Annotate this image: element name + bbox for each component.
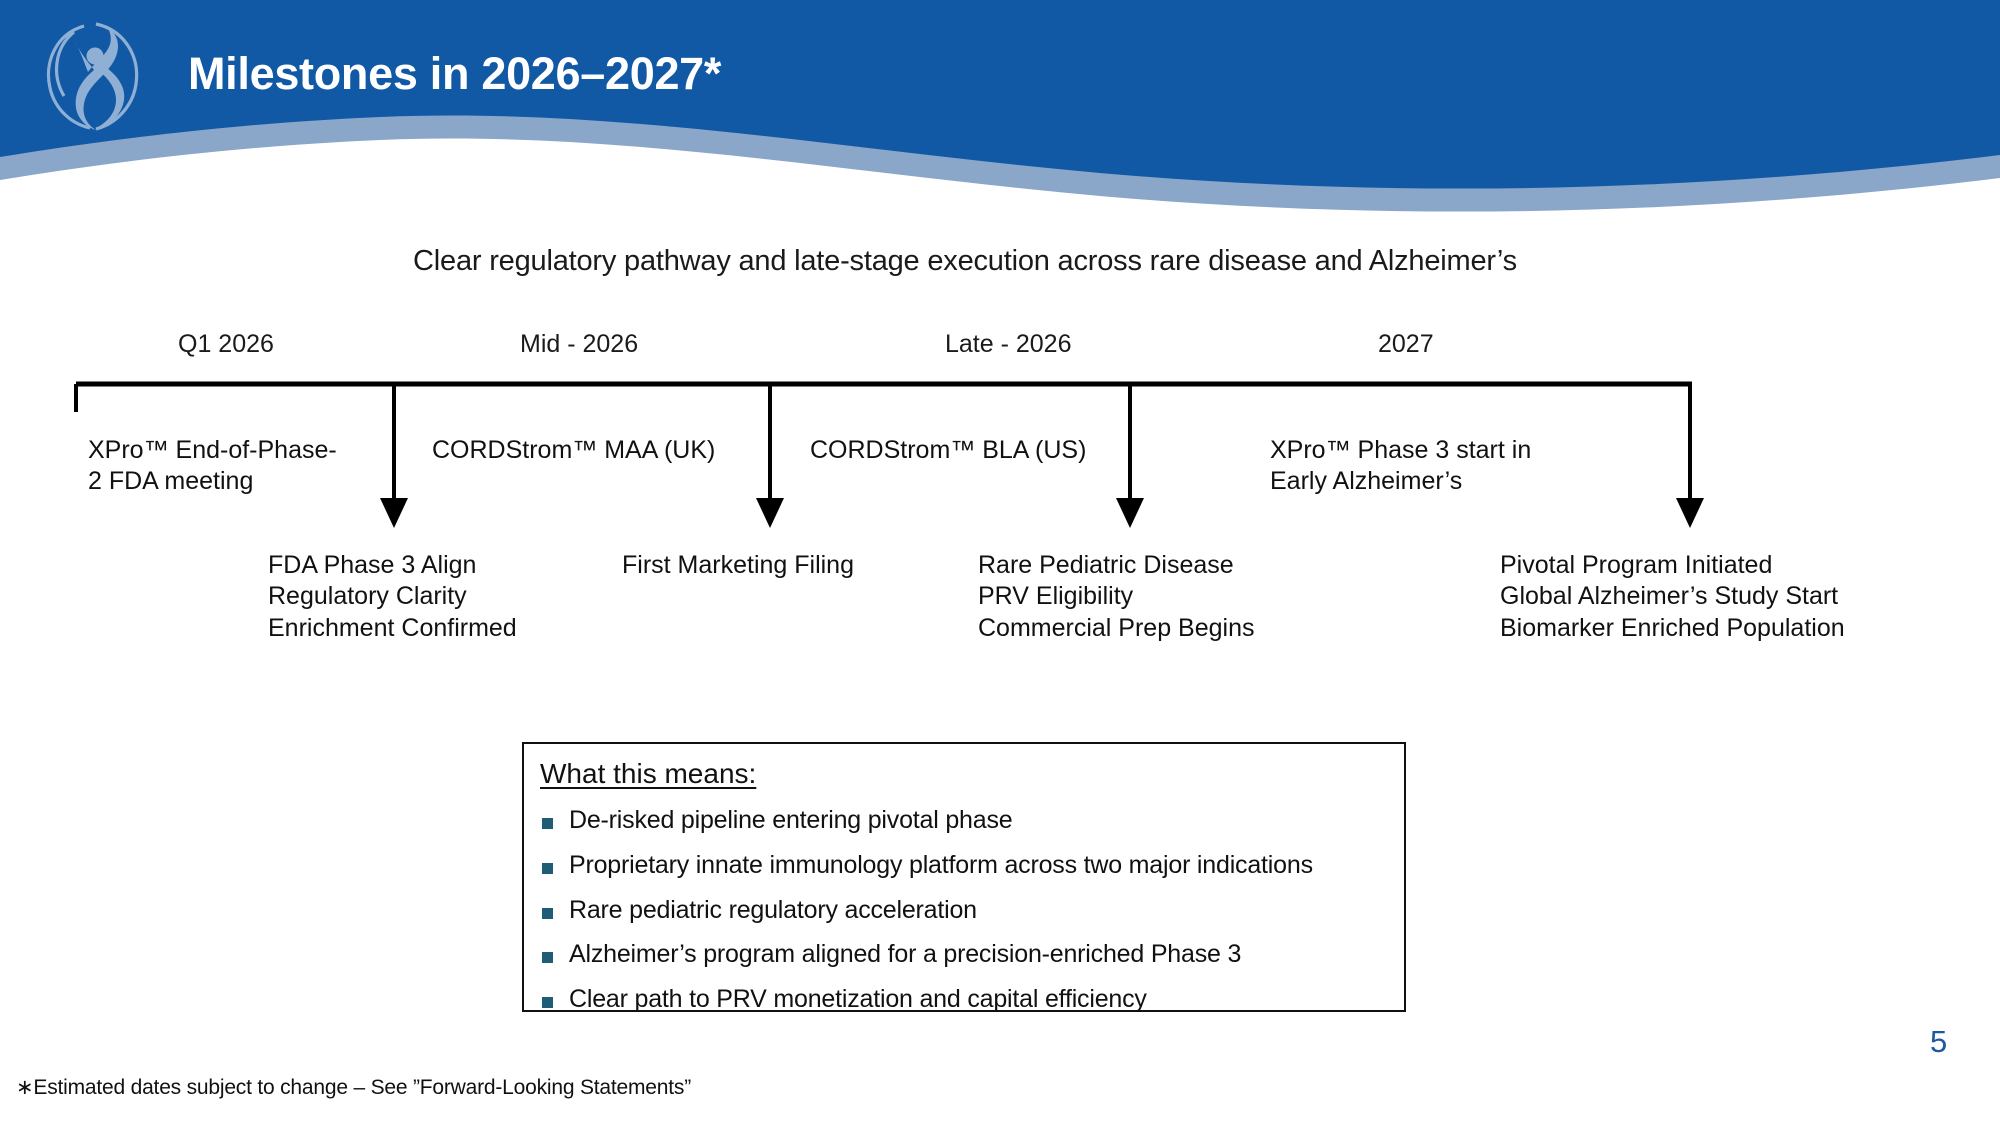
timeline-outcome-0-line1: FDA Phase 3 Align [268,551,477,579]
timeline-outcome-2: Rare Pediatric Disease PRV Eligibility C… [978,550,1318,644]
timeline-milestone-3: XPro™ Phase 3 start in Early Alzheimer’s [1270,435,1600,496]
list-item-label: De-risked pipeline entering pivotal phas… [569,806,1013,834]
timeline-milestone-2: CORDStrom™ BLA (US) [810,435,1140,466]
timeline-outcome-2-line1: Rare Pediatric Disease [978,551,1234,579]
header-band [0,0,2000,215]
timeline-milestone-1: CORDStrom™ MAA (UK) [432,435,762,466]
timeline-period-labels: Q1 2026 Mid - 2026 Late - 2026 2027 [0,330,2000,370]
timeline-arrow-1 [380,384,408,528]
list-item: De-risked pipeline entering pivotal phas… [542,806,1392,835]
timeline-arrow-2 [756,384,784,528]
timeline-milestone-3-line1: XPro™ Phase 3 start in [1270,436,1532,464]
company-logo-icon [38,14,150,136]
square-bullet-icon [542,818,553,829]
what-this-means-title: What this means: [540,758,757,789]
list-item: Alzheimer’s program aligned for a precis… [542,940,1392,969]
timeline-milestone-0-line1: XPro™ End-of-Phase- [88,436,337,464]
timeline-outcome-3-line2: Global Alzheimer’s Study Start [1500,582,1839,611]
timeline-outcome-2-line2: PRV Eligibility [978,582,1134,611]
timeline-period-0: Q1 2026 [178,330,274,358]
timeline-arrow-4 [1676,384,1704,528]
timeline-outcome-3-line1: Pivotal Program Initiated [1500,551,1773,579]
timeline-period-2: Late - 2026 [945,330,1072,358]
square-bullet-icon [542,952,553,964]
footnote: ∗Estimated dates subject to change – See… [16,1076,691,1099]
timeline-outcome-0-line2: Regulatory Clarity [268,582,467,611]
list-item-label: Clear path to PRV monetization and capit… [569,985,1147,1013]
timeline-outcome-3-line3: Biomarker Enriched Population [1500,613,1845,642]
timeline-milestone-3-line2: Early Alzheimer’s [1270,466,1463,495]
page-title: Milestones in 2026–2027* [188,48,722,99]
slide-subtitle: Clear regulatory pathway and late-stage … [413,245,1517,277]
header-wave-shape [0,0,2000,212]
human-figure-swoosh-icon [46,22,139,131]
list-item-label: Proprietary innate immunology platform a… [569,850,1313,879]
list-item-label: Rare pediatric regulatory acceleration [569,895,977,924]
timeline-milestone-1-line1: CORDStrom™ MAA (UK) [432,436,716,464]
list-item: Rare pediatric regulatory acceleration [542,896,1392,925]
timeline-outcome-0-line3: Enrichment Confirmed [268,613,517,642]
list-item-label: Alzheimer’s program aligned for a precis… [569,940,1242,969]
square-bullet-icon [542,997,553,1008]
timeline-arrow-3 [1116,384,1144,528]
timeline-outcome-1: First Marketing Filing [622,550,952,581]
what-this-means-list: De-risked pipeline entering pivotal phas… [542,806,1392,1030]
page-number: 5 [1930,1024,1948,1059]
timeline-period-3: 2027 [1378,330,1434,358]
timeline-outcome-0: FDA Phase 3 Align Regulatory Clarity Enr… [268,550,598,644]
what-this-means-box: What this means: De-risked pipeline ente… [522,742,1406,1013]
timeline-period-1: Mid - 2026 [520,330,639,358]
list-item: Clear path to PRV monetization and capit… [542,985,1392,1014]
list-item: Proprietary innate immunology platform a… [542,851,1392,880]
timeline-axis-and-arrows [74,381,1704,528]
timeline-outcome-2-line3: Commercial Prep Begins [978,613,1255,642]
timeline-diagram [0,380,2000,540]
square-bullet-icon [542,862,553,874]
timeline-outcome-3: Pivotal Program Initiated Global Alzheim… [1500,550,1900,644]
timeline-milestone-0-line2: 2 FDA meeting [88,466,254,495]
timeline-milestone-0: XPro™ End-of-Phase- 2 FDA meeting [88,435,378,496]
timeline-outcome-1-line1: First Marketing Filing [622,551,854,579]
square-bullet-icon [542,907,553,919]
timeline-milestone-2-line1: CORDStrom™ BLA (US) [810,436,1087,464]
